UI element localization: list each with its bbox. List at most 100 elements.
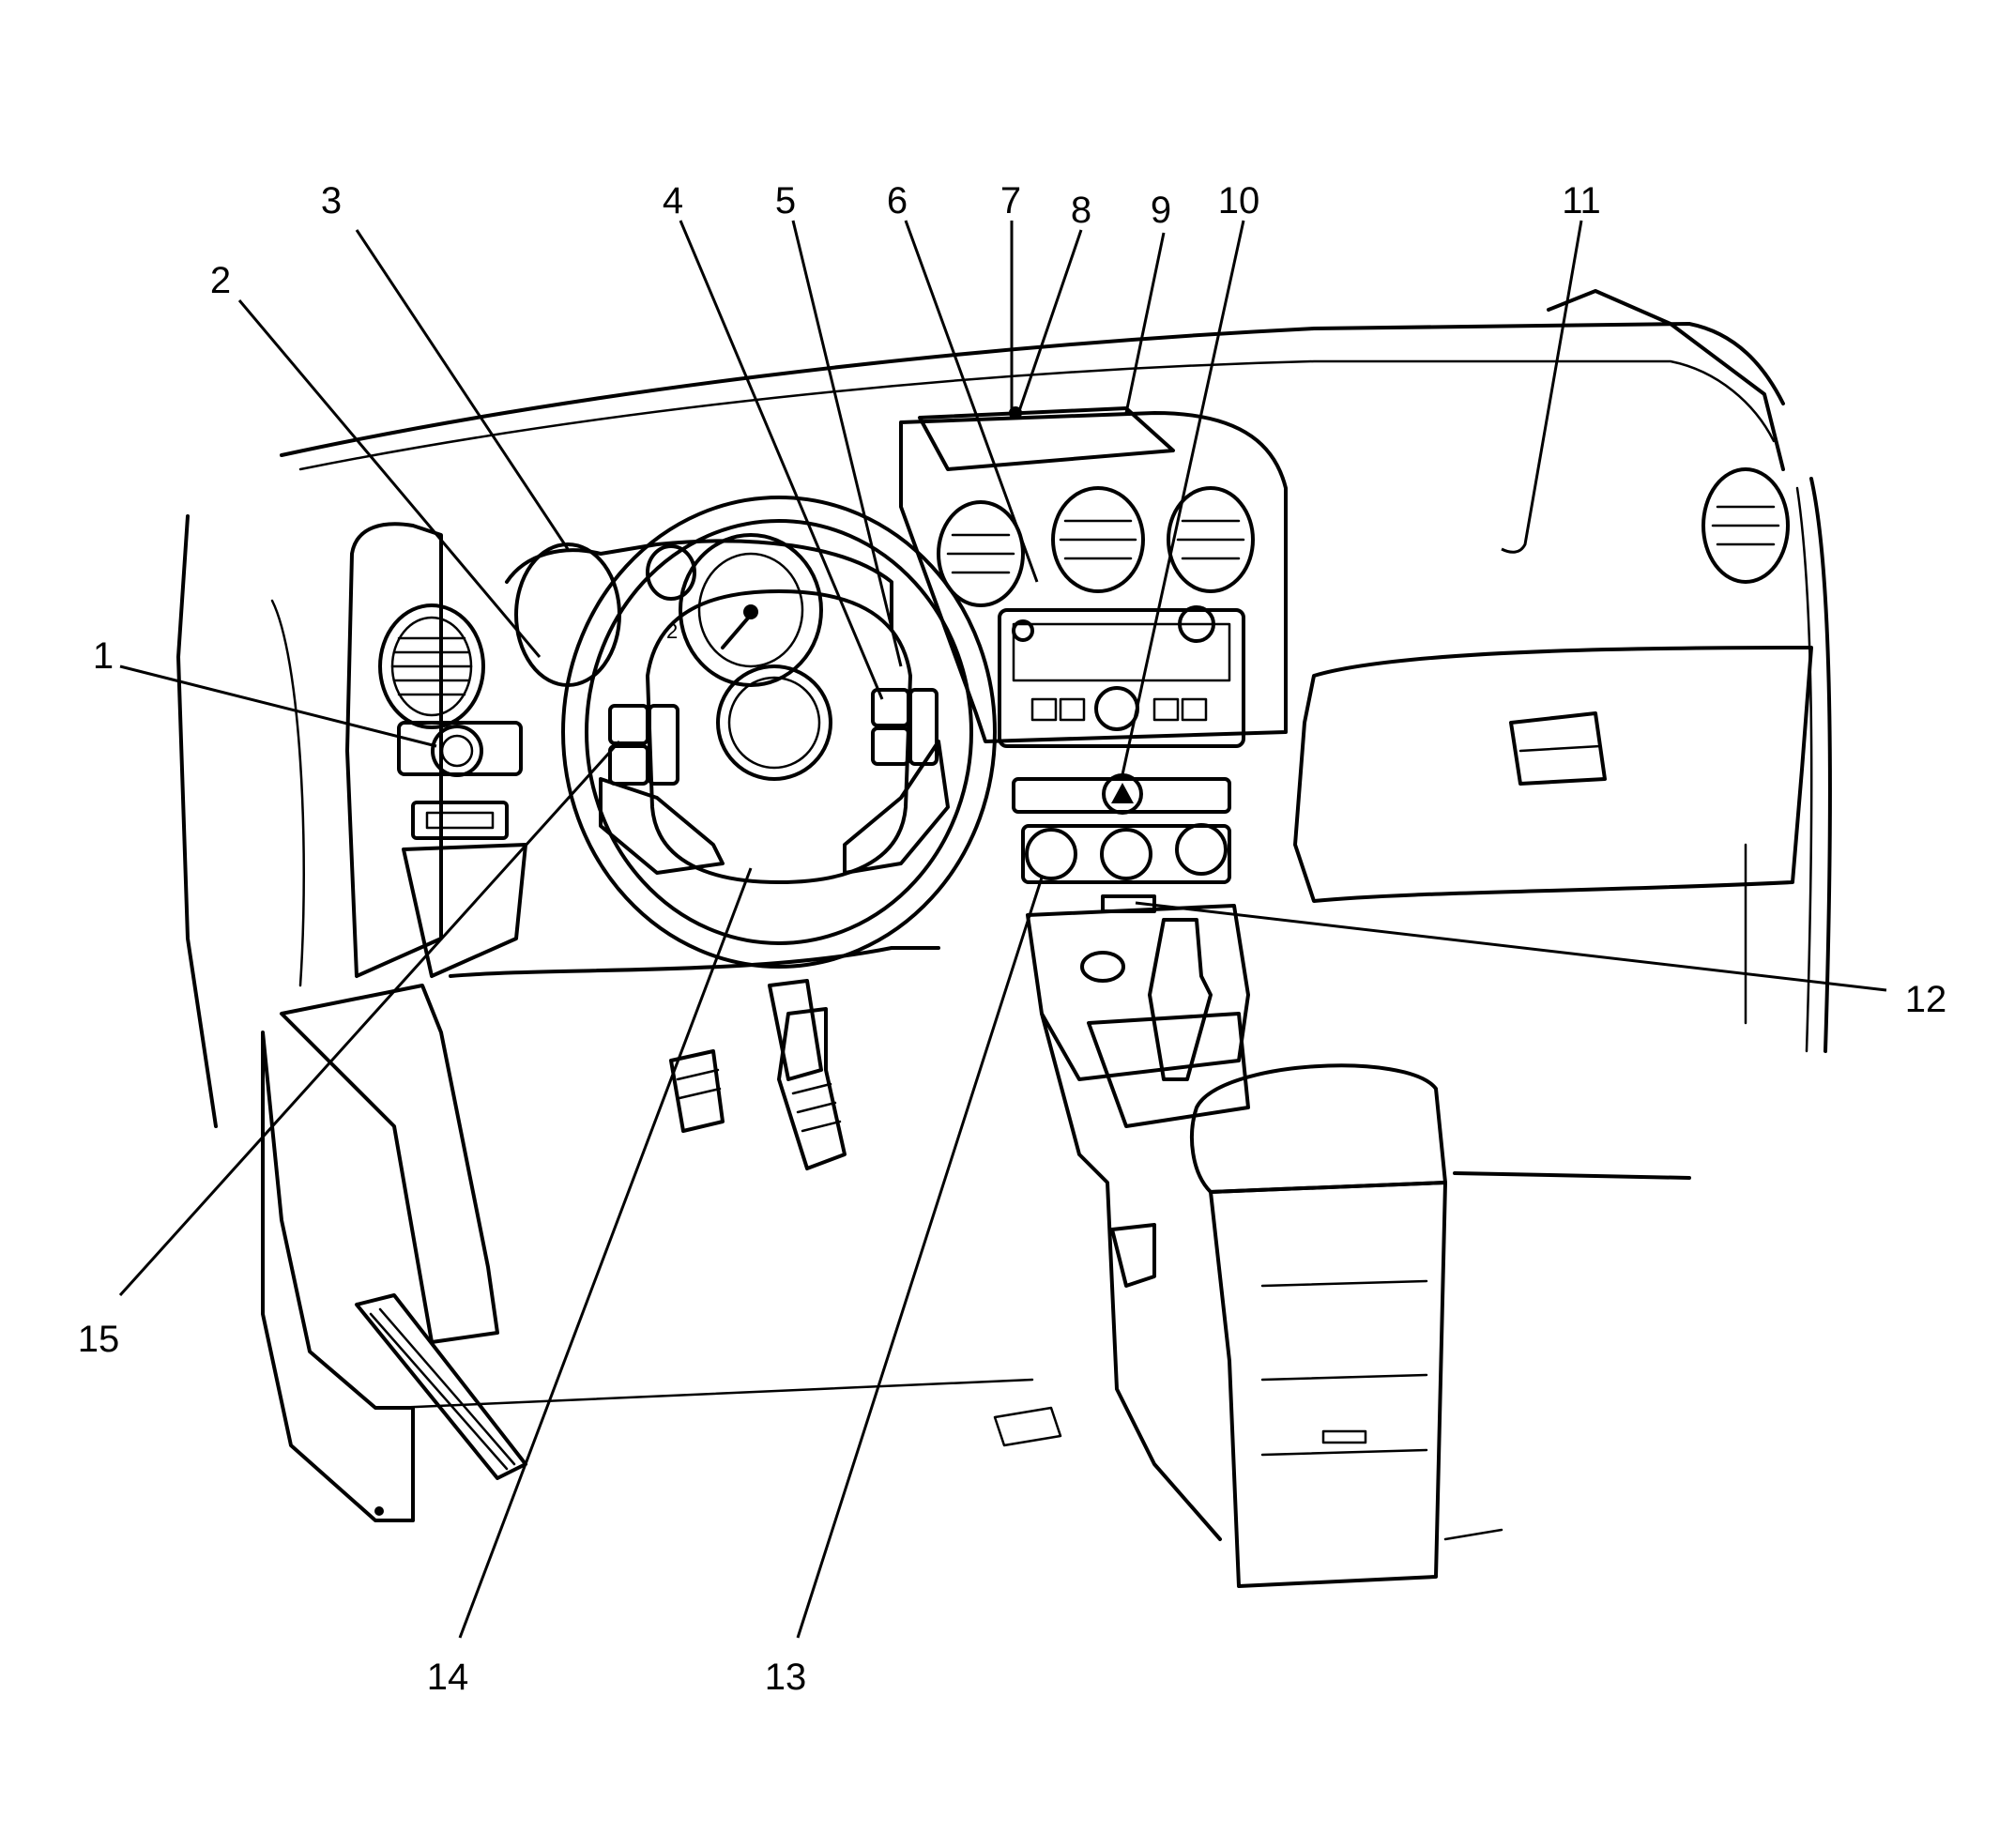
tachometer-gauge bbox=[514, 542, 621, 687]
left-door-edge bbox=[176, 514, 218, 1128]
right-air-vent bbox=[1701, 467, 1790, 584]
right-door-edge-inner bbox=[1795, 486, 1813, 1053]
leader-2 bbox=[237, 299, 542, 658]
info-display-screen bbox=[918, 406, 1175, 471]
center-left-air-vent bbox=[937, 500, 1025, 607]
console-latch bbox=[1321, 1429, 1367, 1444]
leader-4 bbox=[679, 220, 884, 700]
leader-8 bbox=[1017, 229, 1083, 412]
leader-15 bbox=[118, 740, 621, 1297]
left-air-vent-louvers bbox=[390, 636, 473, 696]
sill-screw bbox=[374, 1506, 384, 1516]
steering-wheel-right-spoke bbox=[843, 740, 950, 875]
callout-9: 9 bbox=[1151, 190, 1171, 231]
headlamp-switch-knob-center bbox=[440, 734, 474, 768]
console-panel-lines bbox=[1260, 1279, 1428, 1457]
speedometer-gauge bbox=[679, 533, 823, 687]
leader-10 bbox=[1120, 220, 1245, 780]
floor-line bbox=[392, 1378, 1034, 1410]
console-floor-bracket bbox=[1110, 1223, 1156, 1288]
leader-6 bbox=[904, 220, 1039, 583]
brake-pedal bbox=[768, 979, 823, 1081]
callout-11: 11 bbox=[1562, 180, 1601, 221]
console-front-panel bbox=[1026, 904, 1250, 1081]
left-steering-switch-lower bbox=[608, 744, 649, 786]
callout-12: 12 bbox=[1905, 979, 1947, 1020]
hood-release-lever bbox=[355, 1293, 527, 1480]
floor-mat-trim bbox=[993, 1406, 1062, 1447]
steering-wheel-emblem-inner bbox=[727, 676, 821, 770]
callout-13: 13 bbox=[765, 1657, 807, 1698]
radio-volume-knob bbox=[1178, 605, 1215, 643]
callout-5: 5 bbox=[775, 180, 796, 221]
left-sill-panel bbox=[261, 1031, 415, 1522]
right-steering-switch-side bbox=[908, 688, 938, 766]
hvac-mode-knob bbox=[1100, 828, 1152, 880]
leader-5 bbox=[791, 220, 903, 667]
hood-release-lever-ribs bbox=[369, 1307, 516, 1471]
leader-14 bbox=[458, 867, 753, 1639]
left-steering-switch-upper bbox=[608, 704, 649, 745]
right-door-edge bbox=[1809, 477, 1832, 1053]
pedal-pad-ribs bbox=[676, 1068, 842, 1133]
center-middle-air-vent bbox=[1051, 486, 1145, 593]
left-lower-switch bbox=[411, 801, 509, 840]
dash-right-corner bbox=[1547, 289, 1785, 471]
passenger-floor-line bbox=[1453, 1171, 1691, 1180]
speedometer-dial bbox=[697, 552, 804, 668]
rear-floor-line bbox=[1443, 1528, 1503, 1541]
leader-1 bbox=[119, 664, 437, 748]
right-air-vent-louvers bbox=[1711, 505, 1780, 546]
callout-2: 2 bbox=[210, 260, 231, 301]
center-armrest bbox=[1190, 1063, 1447, 1194]
hvac-fan-knob bbox=[1025, 828, 1077, 880]
left-steering-switch-side bbox=[648, 704, 679, 786]
steering-wheel-left-spoke bbox=[599, 777, 725, 875]
radio-preset-buttons bbox=[1030, 697, 1208, 722]
callout-1: 1 bbox=[93, 635, 114, 677]
leader-12 bbox=[1135, 901, 1887, 992]
leader-9 bbox=[1124, 232, 1166, 414]
hvac-control-panel bbox=[1021, 824, 1231, 884]
center-right-air-vent bbox=[1167, 486, 1255, 593]
callout-3: 3 bbox=[321, 180, 342, 221]
brake-pedal-pad bbox=[669, 1049, 725, 1133]
glove-box-handle bbox=[1509, 711, 1607, 786]
shift-boot bbox=[1087, 1012, 1250, 1128]
console-power-outlet bbox=[1080, 951, 1125, 983]
console-side-panel bbox=[1209, 1181, 1447, 1588]
left-knee-panel bbox=[402, 843, 527, 978]
cluster-display-text: 2 bbox=[666, 619, 678, 643]
dashboard-drawing: 2 bbox=[176, 289, 1832, 1588]
dash-top-edge bbox=[280, 322, 1785, 457]
callout-10: 10 bbox=[1218, 180, 1260, 221]
callout-7: 7 bbox=[1000, 180, 1021, 221]
left-vent-housing bbox=[345, 522, 443, 978]
leader-11 bbox=[1501, 220, 1583, 554]
radio-unit bbox=[998, 608, 1245, 748]
center-stack-surround bbox=[899, 411, 1288, 743]
hvac-temp-knob bbox=[1175, 823, 1228, 876]
fuel-gauge bbox=[646, 544, 696, 601]
left-door-inner bbox=[270, 599, 305, 987]
console-left-trim bbox=[1040, 1012, 1222, 1541]
left-lower-switch-slot bbox=[425, 811, 495, 830]
speedometer-hub bbox=[743, 604, 758, 619]
steering-wheel-emblem bbox=[716, 664, 832, 781]
glove-box-door bbox=[1293, 646, 1813, 903]
hazard-triangle-icon bbox=[1111, 783, 1134, 803]
shift-lever bbox=[1148, 918, 1213, 1081]
left-kick-panel bbox=[280, 984, 499, 1344]
glove-box-handle-inner bbox=[1518, 744, 1602, 753]
lower-dash-edge bbox=[449, 946, 940, 978]
radio-power-button bbox=[1012, 619, 1034, 642]
accelerator-pedal bbox=[777, 1007, 847, 1170]
left-air-vent bbox=[378, 603, 485, 729]
radio-display bbox=[1012, 622, 1231, 682]
callout-labels: 1 2 3 4 5 6 7 8 9 10 11 12 13 14 15 bbox=[78, 180, 1947, 1698]
callout-6: 6 bbox=[887, 180, 908, 221]
callout-15: 15 bbox=[78, 1319, 120, 1360]
callout-8: 8 bbox=[1071, 190, 1091, 231]
steering-wheel-hub bbox=[646, 589, 912, 884]
